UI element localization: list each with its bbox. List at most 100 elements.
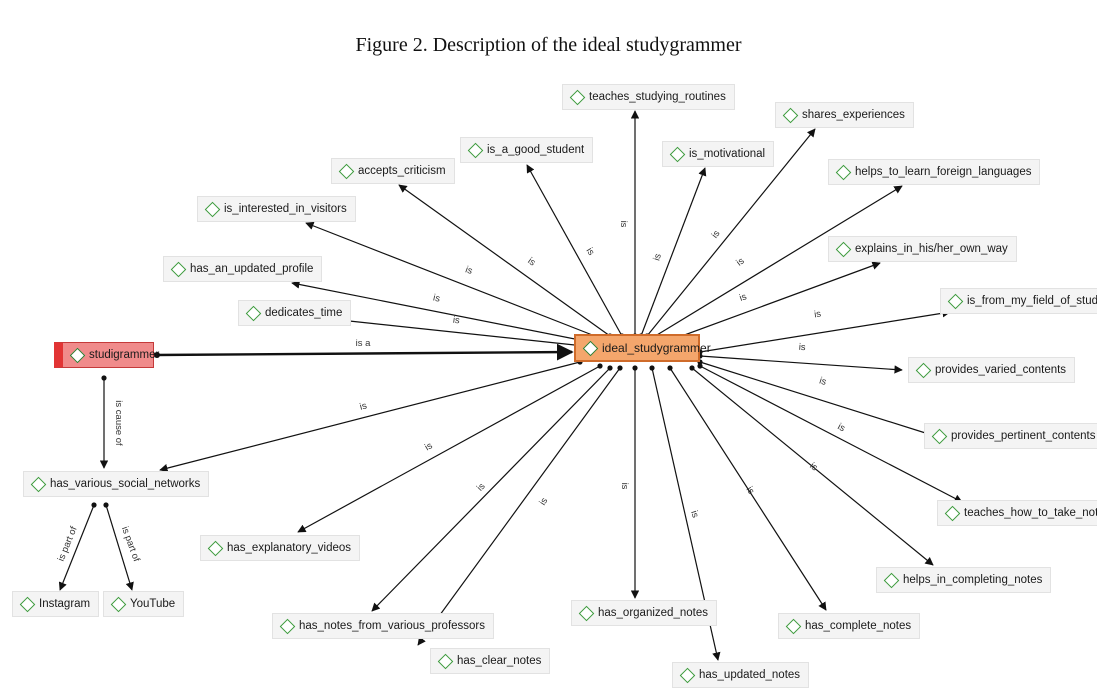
node-instagram[interactable]: Instagram <box>12 591 100 617</box>
edge-line <box>371 367 611 612</box>
edge-label: is <box>475 481 488 494</box>
diamond-icon <box>679 667 696 683</box>
node-label: has_complete_notes <box>805 620 912 632</box>
node-label: ideal_studygrammer <box>602 341 711 355</box>
node-has-complete-notes[interactable]: has_complete_notes <box>778 613 921 639</box>
edge-origin-dot <box>689 365 695 371</box>
node-youtube[interactable]: YouTube <box>103 591 185 617</box>
node-has-clear-notes[interactable]: has_clear_notes <box>430 648 551 674</box>
diamond-icon <box>669 146 686 162</box>
node-has-organized-notes[interactable]: has_organized_notes <box>571 600 717 626</box>
node-label: has_updated_notes <box>699 669 801 681</box>
node-label: Instagram <box>39 598 91 610</box>
node-label: has_clear_notes <box>457 655 542 667</box>
node-label: provides_pertinent_contents <box>951 430 1096 442</box>
node-helps-to-learn-foreign-languages[interactable]: helps_to_learn_foreign_languages <box>828 159 1041 185</box>
edge-line <box>699 361 936 438</box>
node-label: is_motivational <box>689 148 766 160</box>
node-has-updated-notes[interactable]: has_updated_notes <box>672 662 810 688</box>
diamond-icon <box>279 618 296 634</box>
node-explains-in-his-her-own-way[interactable]: explains_in_his/her_own_way <box>828 236 1017 262</box>
diamond-icon <box>782 107 799 123</box>
node-is-motivational[interactable]: is_motivational <box>662 141 775 167</box>
edge-label: is <box>798 342 806 353</box>
edge-line <box>646 128 816 337</box>
node-provides-pertinent-contents[interactable]: provides_pertinent_contents <box>924 423 1097 449</box>
edge-line <box>291 280 591 343</box>
edge-line <box>691 367 934 566</box>
node-has-explanatory-videos[interactable]: has_explanatory_videos <box>200 535 361 561</box>
diamond-icon <box>30 476 47 492</box>
edge-label: is <box>584 246 597 258</box>
edge-label: is <box>818 375 828 388</box>
node-label: helps_in_completing_notes <box>903 574 1043 586</box>
node-label: has_an_updated_profile <box>190 263 314 275</box>
node-label: accepts_criticism <box>358 165 446 177</box>
node-label: dedicates_time <box>265 307 343 319</box>
diamond-icon <box>578 605 595 621</box>
edge-origin-dot <box>667 365 673 371</box>
edge-label-is-cause-of: is cause of <box>113 400 124 446</box>
edge-origin-dot <box>649 365 655 371</box>
diamond-icon <box>204 201 221 217</box>
edge-label: is <box>738 291 748 304</box>
diamond-icon <box>207 540 224 556</box>
node-teaches-studying-routines[interactable]: teaches_studying_routines <box>562 84 735 110</box>
edge-line <box>297 365 601 533</box>
edge-origin-dot <box>632 365 638 371</box>
node-label: has_explanatory_videos <box>227 542 352 554</box>
edge-line-is-part-of <box>58 504 95 591</box>
node-studigrammer[interactable]: studigrammer <box>54 342 159 368</box>
diamond-icon <box>883 572 900 588</box>
node-label: teaches_how_to_take_notes <box>964 507 1097 519</box>
edge-line <box>651 185 903 339</box>
edge-origin-dot <box>617 365 623 371</box>
node-label: provides_varied_contents <box>935 364 1067 376</box>
node-label: is_from_my_field_of_study <box>967 295 1097 307</box>
diamond-icon <box>338 163 355 179</box>
node-label: is_interested_in_visitors <box>224 203 347 215</box>
node-label: has_organized_notes <box>598 607 708 619</box>
diamond-icon <box>944 505 961 521</box>
node-label: has_various_social_networks <box>50 478 201 490</box>
diamond-icon <box>931 428 948 444</box>
node-shares-experiences[interactable]: shares_experiences <box>775 102 914 128</box>
edge-label: is <box>464 264 474 277</box>
diamond-icon <box>467 142 484 158</box>
edge-label: is <box>359 400 369 412</box>
diamond-icon <box>19 596 36 612</box>
node-accepts-criticism[interactable]: accepts_criticism <box>331 158 455 184</box>
edge-origin-dot <box>597 363 603 369</box>
diamond-icon <box>835 164 852 180</box>
node-provides-varied-contents[interactable]: provides_varied_contents <box>908 357 1076 383</box>
edge-label: is <box>619 483 630 490</box>
node-has-an-updated-profile[interactable]: has_an_updated_profile <box>163 256 323 282</box>
edge-label: is <box>813 309 822 321</box>
edge-label: is <box>423 440 435 453</box>
node-has-various-social-networks[interactable]: has_various_social_networks <box>23 471 210 497</box>
node-is-interested-in-visitors[interactable]: is_interested_in_visitors <box>197 196 356 222</box>
node-ideal-studygrammer[interactable]: ideal_studygrammer <box>574 334 711 362</box>
diamond-icon <box>835 241 852 257</box>
figure-title: Figure 2. Description of the ideal study… <box>355 34 742 56</box>
edge-label: is <box>651 252 664 262</box>
edge-line-is-part-of <box>105 504 134 591</box>
edge-line <box>417 367 621 646</box>
node-helps-in-completing-notes[interactable]: helps_in_completing_notes <box>876 567 1052 593</box>
edge-origin-dot <box>697 363 703 369</box>
node-has-notes-from-various-professors[interactable]: has_notes_from_various_professors <box>272 613 495 639</box>
edge-label-is-part-of: is part of <box>56 525 80 563</box>
node-label: helps_to_learn_foreign_languages <box>855 166 1032 178</box>
edge-origin-dot <box>103 502 109 508</box>
node-is-a-good-student[interactable]: is_a_good_student <box>460 137 594 163</box>
edge-line <box>640 167 707 337</box>
edge-line <box>659 261 881 345</box>
node-label: teaches_studying_routines <box>589 91 726 103</box>
edge-line <box>669 367 827 611</box>
edge-label: is <box>525 256 537 269</box>
node-dedicates-time[interactable]: dedicates_time <box>238 300 352 326</box>
node-teaches-how-to-take-notes[interactable]: teaches_how_to_take_notes <box>937 500 1097 526</box>
node-is-from-my-field-of-study[interactable]: is_from_my_field_of_study <box>940 288 1097 314</box>
